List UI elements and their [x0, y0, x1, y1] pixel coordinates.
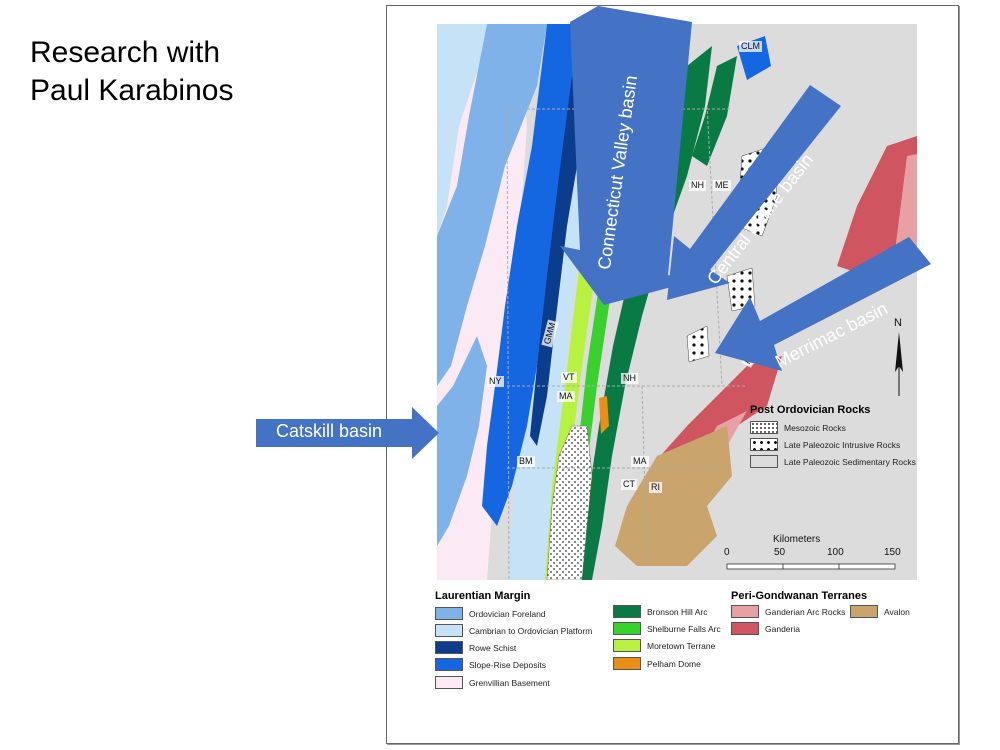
legend-label: Ganderian Arc Rocks [765, 606, 846, 617]
catskill-arrow [256, 407, 439, 459]
legend-label: Slope-Rise Deposits [469, 659, 547, 670]
legend-intrusive: Late Paleozoic Intrusive Rocks [750, 438, 900, 451]
label-ct: CT [621, 479, 637, 490]
label-ma-west: MA [557, 391, 575, 402]
legend-shelburne-falls: Shelburne Falls Arc [613, 622, 721, 635]
north-arrow-label: N [894, 317, 902, 329]
legend-swatch [750, 438, 778, 451]
legend-label: Rowe Schist [469, 642, 517, 653]
label-bm: BM [517, 456, 535, 467]
legend-mesozoic: Mesozoic Rocks [750, 421, 846, 434]
bronson-hill-arc-north [692, 56, 737, 166]
central-maine-arrow [667, 85, 841, 300]
legend-rowe-schist: Rowe Schist [435, 641, 516, 654]
legend-grenvillian: Grenvillian Basement [435, 676, 550, 689]
legend-ganderia: Ganderia [731, 622, 800, 635]
avalon-region [615, 426, 732, 566]
legend-swatch [613, 657, 641, 670]
merrimac-arrow [715, 237, 931, 371]
legend-swatch [435, 624, 463, 637]
intrusive-rocks-region [686, 325, 710, 363]
legend-swatch [435, 641, 463, 654]
label-vt: VT [561, 372, 577, 383]
label-me: ME [713, 180, 731, 191]
legend-moretown: Moretown Terrane [613, 639, 715, 652]
legend-avalon: Avalon [850, 605, 910, 618]
scale-tick-100: 100 [827, 547, 844, 558]
legend-swatch [850, 605, 878, 618]
scale-bar [726, 563, 896, 570]
legend-platform: Cambrian to Ordovician Platform [435, 624, 592, 637]
legend-swatch [613, 605, 641, 618]
scale-tick-50: 50 [774, 547, 786, 558]
legend-label: Ganderia [765, 623, 800, 634]
shelburne-falls-arc-region [571, 24, 655, 546]
legend-label: Mesozoic Rocks [784, 422, 846, 433]
ordovician-foreland-south [437, 336, 487, 546]
catskill-label: Catskill basin [276, 421, 383, 441]
legend-swatch [435, 676, 463, 689]
label-nh-north: NH [689, 180, 706, 191]
legend-label: Late Paleozoic Intrusive Rocks [784, 439, 901, 450]
scale-tick-0: 0 [724, 547, 730, 558]
label-ny: NY [487, 376, 504, 387]
ganderian-arc-rocks-region [895, 154, 917, 251]
legend-sedimentary: Late Paleozoic Sedimentary Rocks [750, 455, 916, 468]
bronson-hill-arc-region [577, 46, 712, 580]
rowe-schist-region [530, 66, 587, 446]
legend-swatch [613, 622, 641, 635]
legend-label: Grenvillian Basement [469, 677, 550, 688]
legend-swatch [435, 658, 463, 671]
mesozoic-rocks-region [546, 425, 593, 580]
legend-slope-rise: Slope-Rise Deposits [435, 658, 546, 671]
title-line-1: Research with [30, 36, 221, 69]
ordovician-foreland-region [437, 24, 547, 386]
connecticut-valley-arrow [560, 6, 692, 305]
legend-ganderian-arc: Ganderian Arc Rocks [731, 605, 845, 618]
pelham-dome-region [599, 396, 609, 434]
legend-ordovician-foreland: Ordovician Foreland [435, 607, 546, 620]
ganderia-region-south [662, 356, 782, 461]
label-nh: NH [621, 373, 638, 384]
legend-swatch [613, 639, 641, 652]
north-arrow-icon [895, 332, 903, 396]
laurentian-heading: Laurentian Margin [435, 590, 531, 602]
legend-label: Shelburne Falls Arc [647, 623, 721, 634]
title-line-2: Paul Karabinos [30, 74, 234, 107]
peri-gondwanan-heading: Peri-Gondwanan Terranes [731, 590, 868, 602]
legend-label: Moretown Terrane [647, 640, 716, 651]
label-ma-east: MA [631, 456, 649, 467]
catskill-callout: Catskill basin [256, 407, 439, 459]
legend-swatch [731, 622, 759, 635]
label-clm: CLM [739, 41, 763, 52]
legend-bronson-hill: Bronson Hill Arc [613, 605, 707, 618]
slide-title: Research with Paul Karabinos [30, 34, 233, 110]
legend-label: Ordovician Foreland [469, 608, 546, 619]
post-ordovician-heading: Post Ordovician Rocks [750, 404, 871, 416]
scale-title: Kilometers [773, 534, 821, 545]
legend-label: Avalon [884, 606, 910, 617]
legend-swatch [750, 455, 778, 468]
legend-label: Pelham Dome [647, 658, 701, 669]
platform-region-north [437, 24, 487, 236]
legend-swatch [750, 421, 778, 434]
scale-tick-150: 150 [884, 547, 901, 558]
legend-pelham-dome: Pelham Dome [613, 657, 701, 670]
legend-label: Bronson Hill Arc [647, 606, 708, 617]
legend-swatch [435, 607, 463, 620]
legend-label: Cambrian to Ordovician Platform [469, 625, 593, 636]
legend-label: Late Paleozoic Sedimentary Rocks [784, 456, 916, 467]
legend-swatch [731, 605, 759, 618]
label-ri: RI [649, 482, 662, 493]
